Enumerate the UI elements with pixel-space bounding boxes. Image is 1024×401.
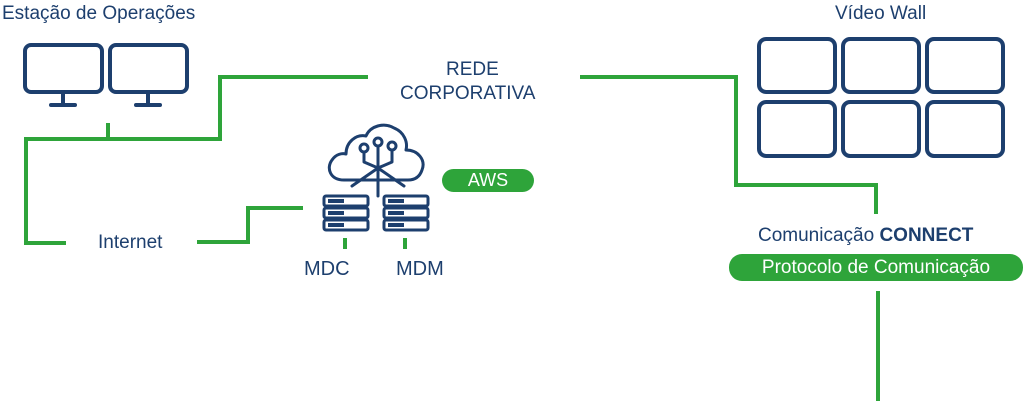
line-internet-cloud [197,206,303,244]
aws-badge-label: AWS [467,170,509,190]
communication-brand: CONNECT [879,225,974,246]
protocol-badge-label: Protocolo de Comunicação [761,256,991,278]
cloud-network-icon [327,123,425,198]
video-wall-icon [757,37,1005,158]
mdc-label: MDC [304,258,350,280]
internet-label: Internet [98,232,163,253]
communication-prefix: Comunicação [758,225,875,246]
workstation-title: Estação de Operações [2,3,196,24]
monitor-icon [23,43,189,107]
communication-label: Comunicação CONNECT [758,226,973,245]
protocol-badge: Protocolo de Comunicação [729,254,1023,281]
network-label-line1: REDE [446,59,499,80]
mdm-label: MDM [396,258,444,280]
line-network-connect [580,75,878,214]
line-workstation-network [108,75,368,141]
video-wall-title: Vídeo Wall [835,3,927,24]
server-stack-icon [322,194,430,232]
network-label-line2: CORPORATIVA [400,83,536,104]
aws-badge: AWS [442,169,534,192]
line-workstation-internet [24,123,110,245]
